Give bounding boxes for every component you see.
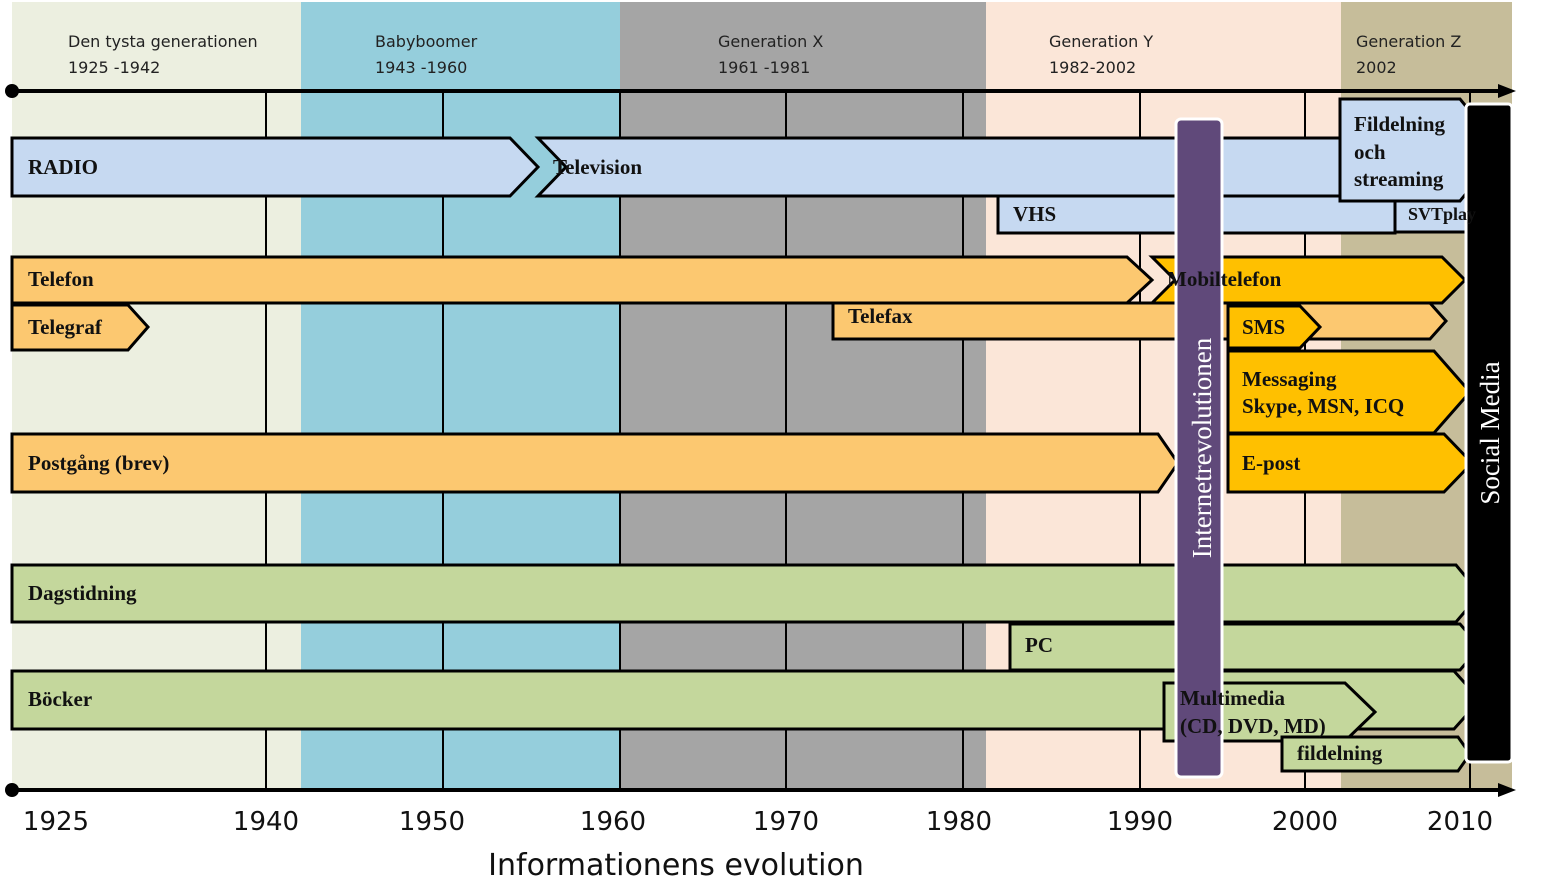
arrow-fildelning (1280, 735, 1472, 773)
label-multimedia-1: Multimedia (1180, 686, 1285, 710)
arrow-television (534, 136, 1347, 198)
tick-label: 1990 (1107, 807, 1173, 837)
arrow-e-post (1226, 432, 1475, 494)
label-bocker: Böcker (28, 687, 92, 711)
arrow-messaging (1226, 349, 1472, 435)
label-fildelning-streaming-3: streaming (1354, 167, 1444, 191)
label-messaging-2: Skype, MSN, ICQ (1242, 394, 1404, 418)
label-svtplay: SVTplay (1408, 204, 1476, 224)
label-television: Television (553, 155, 642, 179)
tick-label: 2000 (1272, 807, 1338, 837)
social-media-bar (1464, 102, 1514, 764)
generation-name: Generation X (718, 32, 823, 51)
arrow-dagstidning (10, 563, 1482, 624)
label-fildelning-streaming-1: Fildelning (1354, 112, 1446, 136)
era-generation-x (620, 2, 986, 790)
era-tyst (12, 2, 301, 790)
label-telegraf: Telegraf (28, 315, 103, 339)
tick-label: 1925 (23, 807, 89, 837)
axis-tick-labels: 1925 1940 1950 1960 1970 1980 1990 2000 … (23, 807, 1493, 837)
tick-label: 1960 (580, 807, 646, 837)
generation-name: Den tysta generationen (68, 32, 258, 51)
label-e-post: E-post (1242, 451, 1300, 475)
arrow-telefon (10, 255, 1155, 305)
media-labels: RADIO Television Fildelning och streamin… (28, 112, 1476, 765)
generation-years: 1982-2002 (1049, 58, 1136, 77)
tick-label: 1970 (753, 807, 819, 837)
label-messaging-1: Messaging (1242, 367, 1337, 391)
label-mobiltelefon: Mobiltelefon (1167, 267, 1282, 291)
generation-name: Generation Z (1356, 32, 1461, 51)
arrow-telegraf (10, 303, 151, 352)
generation-years: 1961 -1981 (718, 58, 810, 77)
tick-label: 1980 (926, 807, 992, 837)
bottom-axis-arrowhead (1498, 783, 1516, 797)
arrow-postgang (10, 432, 1180, 494)
generation-years: 1925 -1942 (68, 58, 160, 77)
diagram-title: Informationens evolution (488, 848, 864, 883)
generation-years: 1943 -1960 (375, 58, 467, 77)
social-media-label: Social Media (1475, 361, 1505, 504)
generation-name: Generation Y (1049, 32, 1153, 51)
arrow-sms (1226, 304, 1323, 350)
internet-revolution-label: Internetrevolutionen (1187, 337, 1217, 558)
top-axis-arrowhead (1498, 84, 1516, 98)
label-multimedia-2: (CD, DVD, MD) (1180, 714, 1326, 738)
arrow-radio (10, 136, 541, 198)
bottom-axis-dot (5, 783, 19, 797)
label-fildelning: fildelning (1297, 741, 1383, 765)
label-fildelning-streaming-2: och (1354, 140, 1386, 164)
label-dagstidning: Dagstidning (28, 581, 137, 605)
label-telefon: Telefon (28, 267, 94, 291)
label-pc: PC (1025, 633, 1053, 657)
label-sms: SMS (1242, 315, 1285, 339)
generation-name: Babyboomer (375, 32, 478, 51)
tick-label: 1940 (233, 807, 299, 837)
axis-lines (5, 84, 1516, 797)
internet-revolution-bar (1174, 117, 1224, 779)
tick-label: 2010 (1427, 807, 1493, 837)
era-babyboomer (301, 2, 620, 790)
label-telefax: Telefax (848, 304, 913, 328)
label-postgang: Postgång (brev) (28, 451, 169, 475)
arrow-pc (1008, 622, 1482, 672)
tick-label: 1950 (399, 807, 465, 837)
label-vhs: VHS (1013, 202, 1056, 226)
arrow-telefax (831, 301, 1449, 341)
label-radio: RADIO (28, 155, 98, 179)
top-axis-dot (5, 84, 19, 98)
generation-headers: Den tysta generationen 1925 -1942 Babybo… (68, 32, 1461, 77)
generation-years: 2002 (1356, 58, 1397, 77)
